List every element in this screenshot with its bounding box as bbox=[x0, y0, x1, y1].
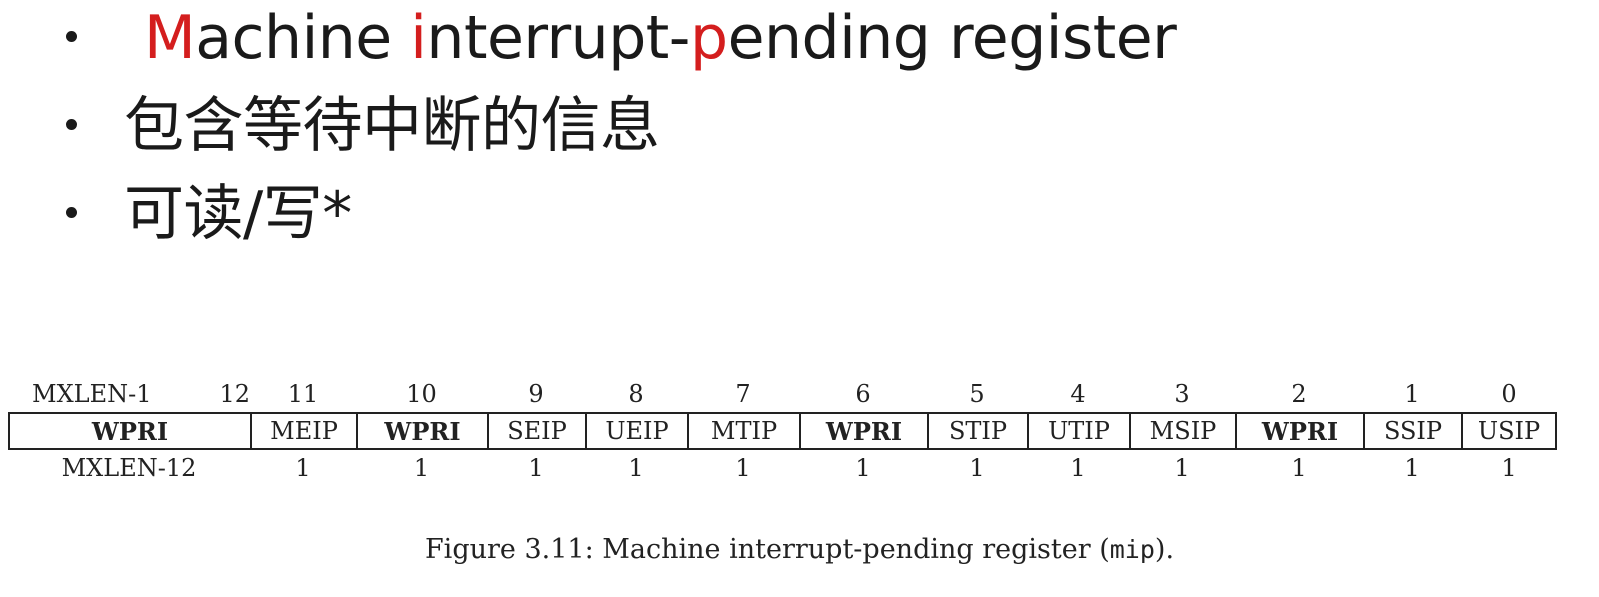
bit-index-row: MXLEN-1 12 11 10 9 8 7 6 5 4 3 2 1 0 bbox=[0, 380, 1599, 408]
bit-label: MXLEN-1 bbox=[32, 380, 152, 408]
bit-label: 12 bbox=[219, 380, 250, 408]
bit-label: 0 bbox=[1501, 380, 1517, 408]
bullet-item-title: Machine interrupt-pending register bbox=[0, 0, 1400, 80]
bit-label: 10 bbox=[406, 380, 437, 408]
field-width-row: MXLEN-12 1 1 1 1 1 1 1 1 1 1 1 1 bbox=[0, 454, 1599, 482]
field-width: 1 bbox=[969, 454, 985, 482]
highlight-letter-m: M bbox=[144, 3, 196, 73]
bit-label: 3 bbox=[1174, 380, 1190, 408]
register-field-wpri: WPRI bbox=[799, 412, 927, 450]
register-field-ssip: SSIP bbox=[1363, 412, 1461, 450]
bit-label: 6 bbox=[855, 380, 871, 408]
bullet-item-access: 可读/写* bbox=[0, 176, 1400, 256]
register-field-seip: SEIP bbox=[487, 412, 585, 450]
register-field-utip: UTIP bbox=[1027, 412, 1129, 450]
field-width: 1 bbox=[628, 454, 644, 482]
bit-label: 9 bbox=[528, 380, 544, 408]
field-width: 1 bbox=[735, 454, 751, 482]
bullet-text-access: 可读/写* bbox=[124, 179, 352, 249]
bit-label: 7 bbox=[735, 380, 751, 408]
bullet-dot-icon bbox=[66, 119, 77, 130]
highlight-letter-p: p bbox=[689, 3, 728, 73]
field-width: 1 bbox=[1501, 454, 1517, 482]
field-width: 1 bbox=[295, 454, 311, 482]
register-field-wpri: WPRI bbox=[356, 412, 487, 450]
field-width: 1 bbox=[1070, 454, 1086, 482]
register-field-msip: MSIP bbox=[1129, 412, 1235, 450]
field-row: WPRI MEIP WPRI SEIP UEIP MTIP WPRI STIP … bbox=[0, 412, 1599, 450]
title-word-ending: ending register bbox=[727, 3, 1177, 73]
register-field-stip: STIP bbox=[927, 412, 1027, 450]
highlight-letter-i: i bbox=[410, 3, 427, 73]
field-width: 1 bbox=[1174, 454, 1190, 482]
register-field-mtip: MTIP bbox=[687, 412, 799, 450]
field-width: 1 bbox=[1404, 454, 1420, 482]
register-field-usip: USIP bbox=[1461, 412, 1557, 450]
bullet-text-title: Machine interrupt-pending register bbox=[144, 0, 1177, 76]
bit-label: 1 bbox=[1404, 380, 1420, 408]
register-field-meip: MEIP bbox=[250, 412, 356, 450]
bit-label: 11 bbox=[287, 380, 319, 408]
title-word-achine: achine bbox=[195, 3, 411, 73]
field-width: 1 bbox=[528, 454, 544, 482]
field-width: 1 bbox=[413, 454, 430, 482]
title-word-nterrupt: nterrupt- bbox=[426, 3, 690, 73]
field-width: MXLEN-12 bbox=[61, 454, 197, 482]
field-width: 1 bbox=[1291, 454, 1307, 482]
field-width: 1 bbox=[855, 454, 871, 482]
bit-label: 2 bbox=[1291, 380, 1307, 408]
bit-label: 8 bbox=[628, 380, 644, 408]
bullet-dot-icon bbox=[66, 207, 77, 218]
register-field-wpri: WPRI bbox=[8, 412, 250, 450]
register-field-ueip: UEIP bbox=[585, 412, 687, 450]
caption-code: mip bbox=[1109, 535, 1155, 564]
caption-suffix: ). bbox=[1154, 534, 1175, 565]
register-field-wpri: WPRI bbox=[1235, 412, 1363, 450]
bullet-text-description: 包含等待中断的信息 bbox=[124, 91, 660, 161]
bullet-item-description: 包含等待中断的信息 bbox=[0, 88, 1400, 168]
bullet-dot-icon bbox=[66, 31, 77, 42]
caption-prefix: Figure 3.11: Machine interrupt-pending r… bbox=[424, 534, 1110, 565]
bit-label: 4 bbox=[1070, 380, 1086, 408]
bit-label: 5 bbox=[969, 380, 985, 408]
figure-caption: Figure 3.11: Machine interrupt-pending r… bbox=[0, 534, 1599, 565]
